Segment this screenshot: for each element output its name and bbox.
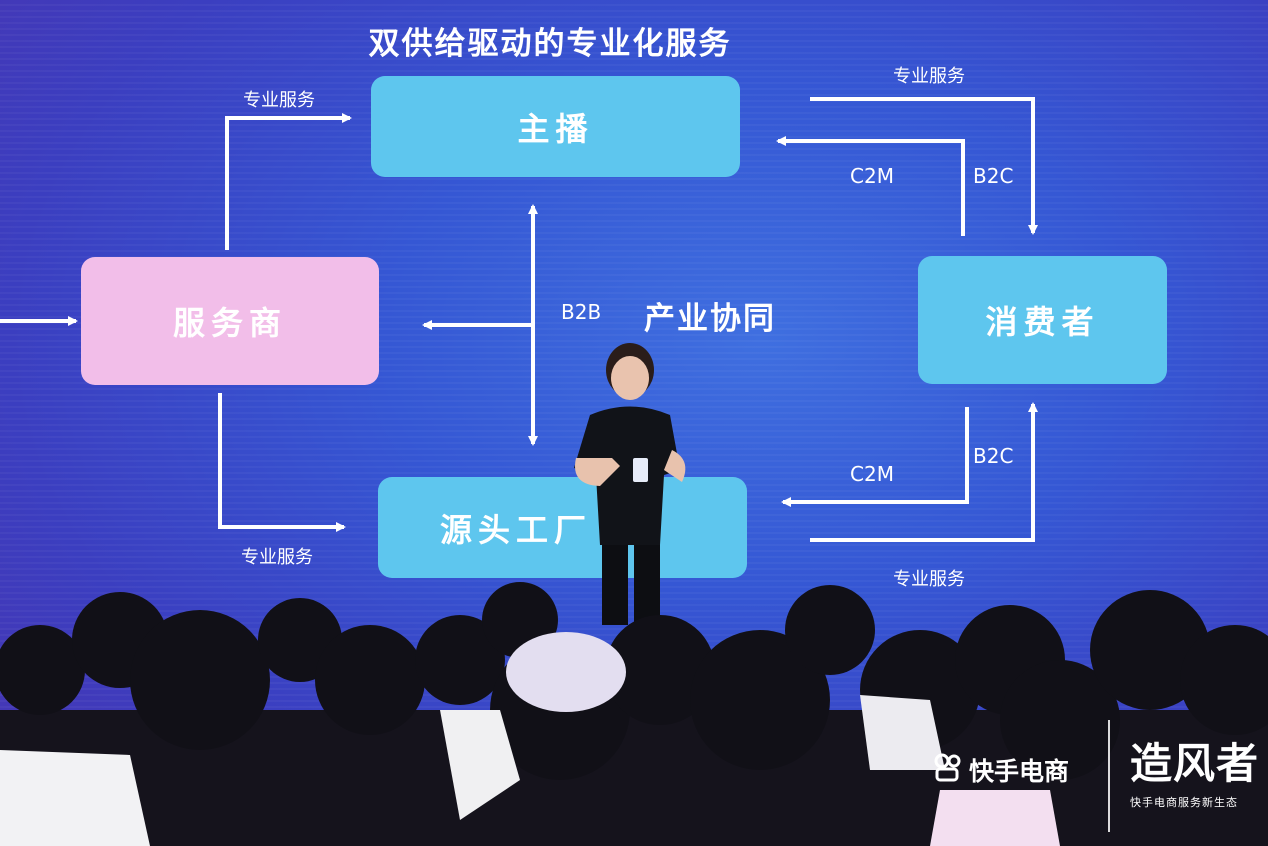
- audience-crowd: [0, 582, 1268, 846]
- speaker-figure: [574, 343, 686, 625]
- arrow-provider-to-anchor: [225, 113, 352, 250]
- box-consumer: 消费者: [918, 256, 1167, 384]
- label-b2c-top: B2C: [973, 164, 1014, 188]
- arrow-c2m-to-factory: [781, 407, 969, 507]
- logo-right-subtitle: 快手电商服务新生态: [1130, 796, 1238, 809]
- label-industry-synergy: 产业协同: [644, 301, 776, 337]
- logo-left-text: 快手电商: [969, 757, 1070, 786]
- label-service-top-left: 专业服务: [243, 90, 315, 111]
- box-provider: 服务商: [81, 257, 379, 385]
- box-factory: 源头工厂: [378, 477, 747, 578]
- arrow-service-to-consumer-top: [810, 97, 1038, 235]
- arrow-service-to-consumer-bottom: [810, 402, 1038, 542]
- label-c2m-bottom: C2M: [850, 462, 894, 486]
- wind-maker-logo: 造风者 快手电商服务新生态: [1130, 740, 1259, 810]
- label-b2b: B2B: [561, 300, 602, 324]
- label-service-top-right: 专业服务: [893, 66, 965, 87]
- kuaishou-icon: [933, 752, 963, 788]
- logo-divider: [1108, 720, 1110, 832]
- logo-right-title: 造风者: [1130, 739, 1260, 788]
- label-b2c-bottom: B2C: [973, 444, 1014, 468]
- label-c2m-top: C2M: [850, 164, 894, 188]
- label-service-bottom-left: 专业服务: [241, 547, 313, 568]
- box-anchor: 主播: [371, 76, 740, 177]
- label-service-bottom-right: 专业服务: [893, 569, 965, 590]
- kuaishou-ecommerce-logo: 快手电商: [933, 752, 1069, 788]
- arrow-c2m-to-anchor: [776, 136, 965, 236]
- slide-title: 双供给驱动的专业化服务: [368, 26, 732, 62]
- arrow-provider-to-factory: [218, 393, 346, 532]
